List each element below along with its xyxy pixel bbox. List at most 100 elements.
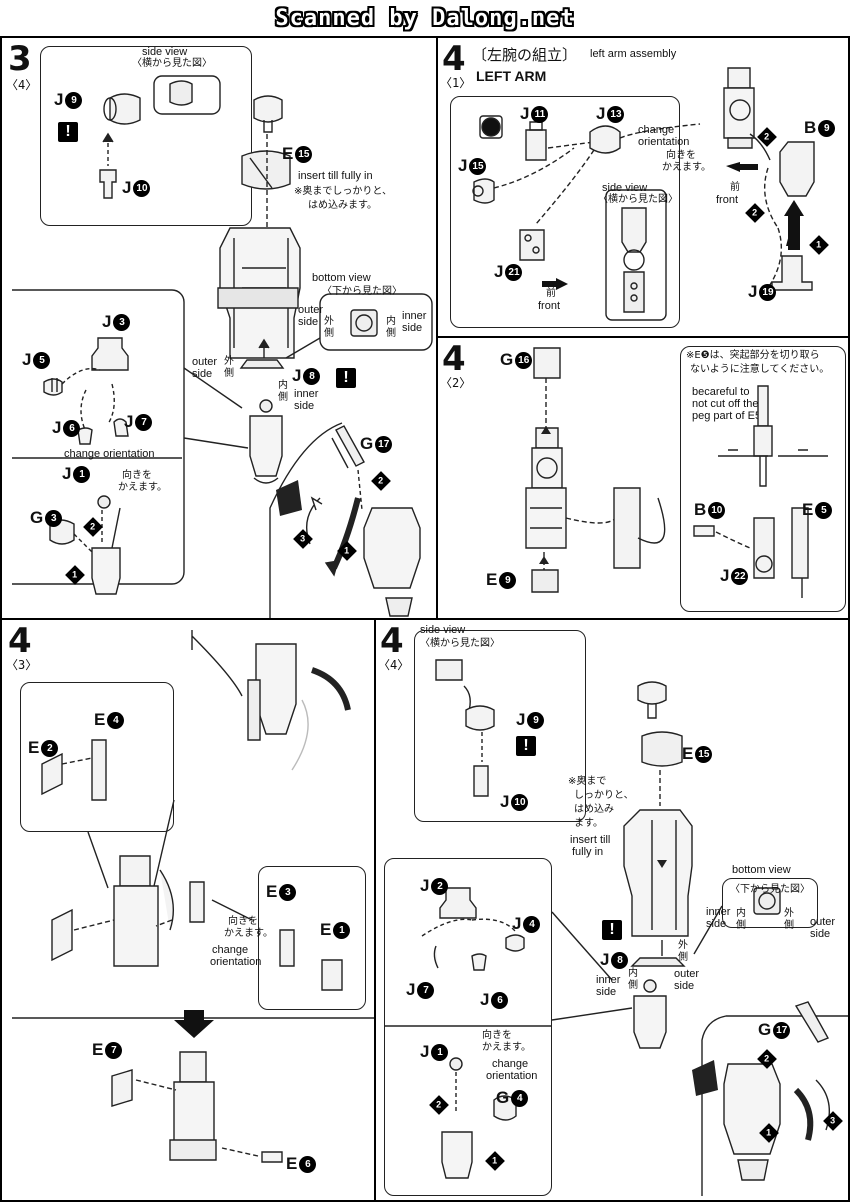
insert-en-1: insert till bbox=[570, 834, 611, 846]
note-en-2: not cut off the bbox=[692, 398, 759, 410]
side-view-label-jp: 〈横から見た図〉 bbox=[598, 194, 678, 205]
step-number: 4 bbox=[442, 339, 466, 379]
scan-banner: Scanned by Dalong.net bbox=[0, 0, 850, 36]
inner-side-label: inner side bbox=[596, 974, 621, 998]
outer-side-jp: 外側 bbox=[224, 356, 234, 379]
side-view-label: side view bbox=[142, 46, 188, 58]
bottom-outer-jp: 外側 bbox=[784, 908, 794, 931]
note-en-3: peg part of E5 bbox=[692, 410, 762, 422]
bottom-inner-jp: 内側 bbox=[736, 908, 746, 931]
change-jp-2: かえます。 bbox=[662, 162, 711, 173]
front-jp: 前 bbox=[546, 288, 556, 299]
side-view-label-jp: 〈横から見た図〉 bbox=[420, 638, 500, 649]
warning-icon: ! bbox=[336, 368, 356, 388]
warning-icon: ! bbox=[516, 736, 536, 756]
panel-step-4-1: 4 〈1〉 〔左腕の組立〕 left arm assembly LEFT ARM bbox=[436, 36, 850, 338]
section-title: LEFT ARM bbox=[476, 68, 547, 84]
change-jp-1: 向きを bbox=[666, 150, 696, 161]
warning-icon: ! bbox=[58, 122, 78, 142]
insert-en-2: fully in bbox=[572, 846, 604, 858]
bottom-outer-side: outer side bbox=[810, 916, 836, 940]
insert-label: insert till fully in bbox=[298, 170, 373, 182]
front-label: front bbox=[538, 300, 561, 312]
outer-side-label: outer side bbox=[192, 356, 218, 380]
bottom-outer-side: outer side bbox=[298, 304, 324, 328]
section-title-en-small: left arm assembly bbox=[590, 48, 677, 60]
step-sub-number: 〈4〉 bbox=[6, 78, 38, 92]
note-jp-2: ないように注意してください。 bbox=[690, 364, 830, 375]
front-label: front bbox=[716, 194, 739, 206]
section-title-jp: 〔左腕の組立〕 bbox=[472, 46, 578, 64]
change-jp-2: かえます。 bbox=[224, 928, 273, 939]
change-orientation-1: change bbox=[212, 944, 249, 956]
change-jp-1: 向きを bbox=[228, 916, 258, 927]
change-orientation-2: orientation bbox=[486, 1070, 538, 1082]
assembly-illustration bbox=[12, 75, 433, 618]
outer-side-label: outer side bbox=[674, 968, 700, 992]
inner-jp: 内側 bbox=[628, 968, 638, 991]
assembly-illustration bbox=[12, 630, 374, 1163]
panel-step-4-3: 4 〈3〉 bbox=[0, 618, 376, 1202]
insert-jp-1: ※奥まで bbox=[568, 776, 607, 787]
step-number: 4 bbox=[442, 39, 466, 79]
change-jp-2: かえます。 bbox=[118, 482, 167, 493]
assembly-illustration bbox=[472, 67, 815, 321]
step-sub-number: 〈2〉 bbox=[440, 376, 472, 390]
bottom-outer-jp: 外側 bbox=[324, 316, 334, 339]
step-number: 4 bbox=[8, 621, 32, 661]
outer-jp: 外側 bbox=[678, 940, 688, 963]
insert-jp-2: しっかりと、 bbox=[574, 790, 634, 801]
bottom-view-label: bottom view bbox=[732, 864, 791, 876]
change-jp-1: 向きを bbox=[482, 1030, 512, 1041]
change-orientation-2: orientation bbox=[210, 956, 262, 968]
step-sub-number: 〈4〉 bbox=[378, 658, 410, 672]
bottom-inner-jp: 内側 bbox=[386, 316, 396, 339]
insert-jp-3: はめ込み bbox=[574, 804, 614, 815]
change-orientation-1: change bbox=[492, 1058, 529, 1070]
step-number: 3 bbox=[8, 39, 32, 79]
banner-text: Scanned by Dalong.net bbox=[275, 5, 575, 31]
panel-step-4-2: 4 〈2〉 ※E❺は、突起部分を切り取ら ないように注意してください。 beca… bbox=[436, 336, 850, 620]
change-orientation-label: change orientation bbox=[64, 448, 155, 460]
assembly-illustration bbox=[525, 347, 828, 598]
panel-step-3-4: 3 〈4〉 side view 〈横から見た図〉 bbox=[0, 36, 438, 620]
step-sub-number: 〈1〉 bbox=[440, 76, 472, 90]
note-jp-1: ※E❺は、突起部分を切り取ら bbox=[686, 350, 820, 361]
insert-label-jp-1: ※奥までしっかりと、 bbox=[294, 186, 392, 197]
change-orientation-label: change orientation bbox=[638, 124, 690, 148]
change-jp-2: かえます。 bbox=[482, 1042, 531, 1053]
side-view-label: side view bbox=[602, 182, 648, 194]
side-view-label: side view bbox=[420, 624, 466, 636]
bottom-view-label-jp: 〈下から見た図〉 bbox=[730, 884, 810, 895]
